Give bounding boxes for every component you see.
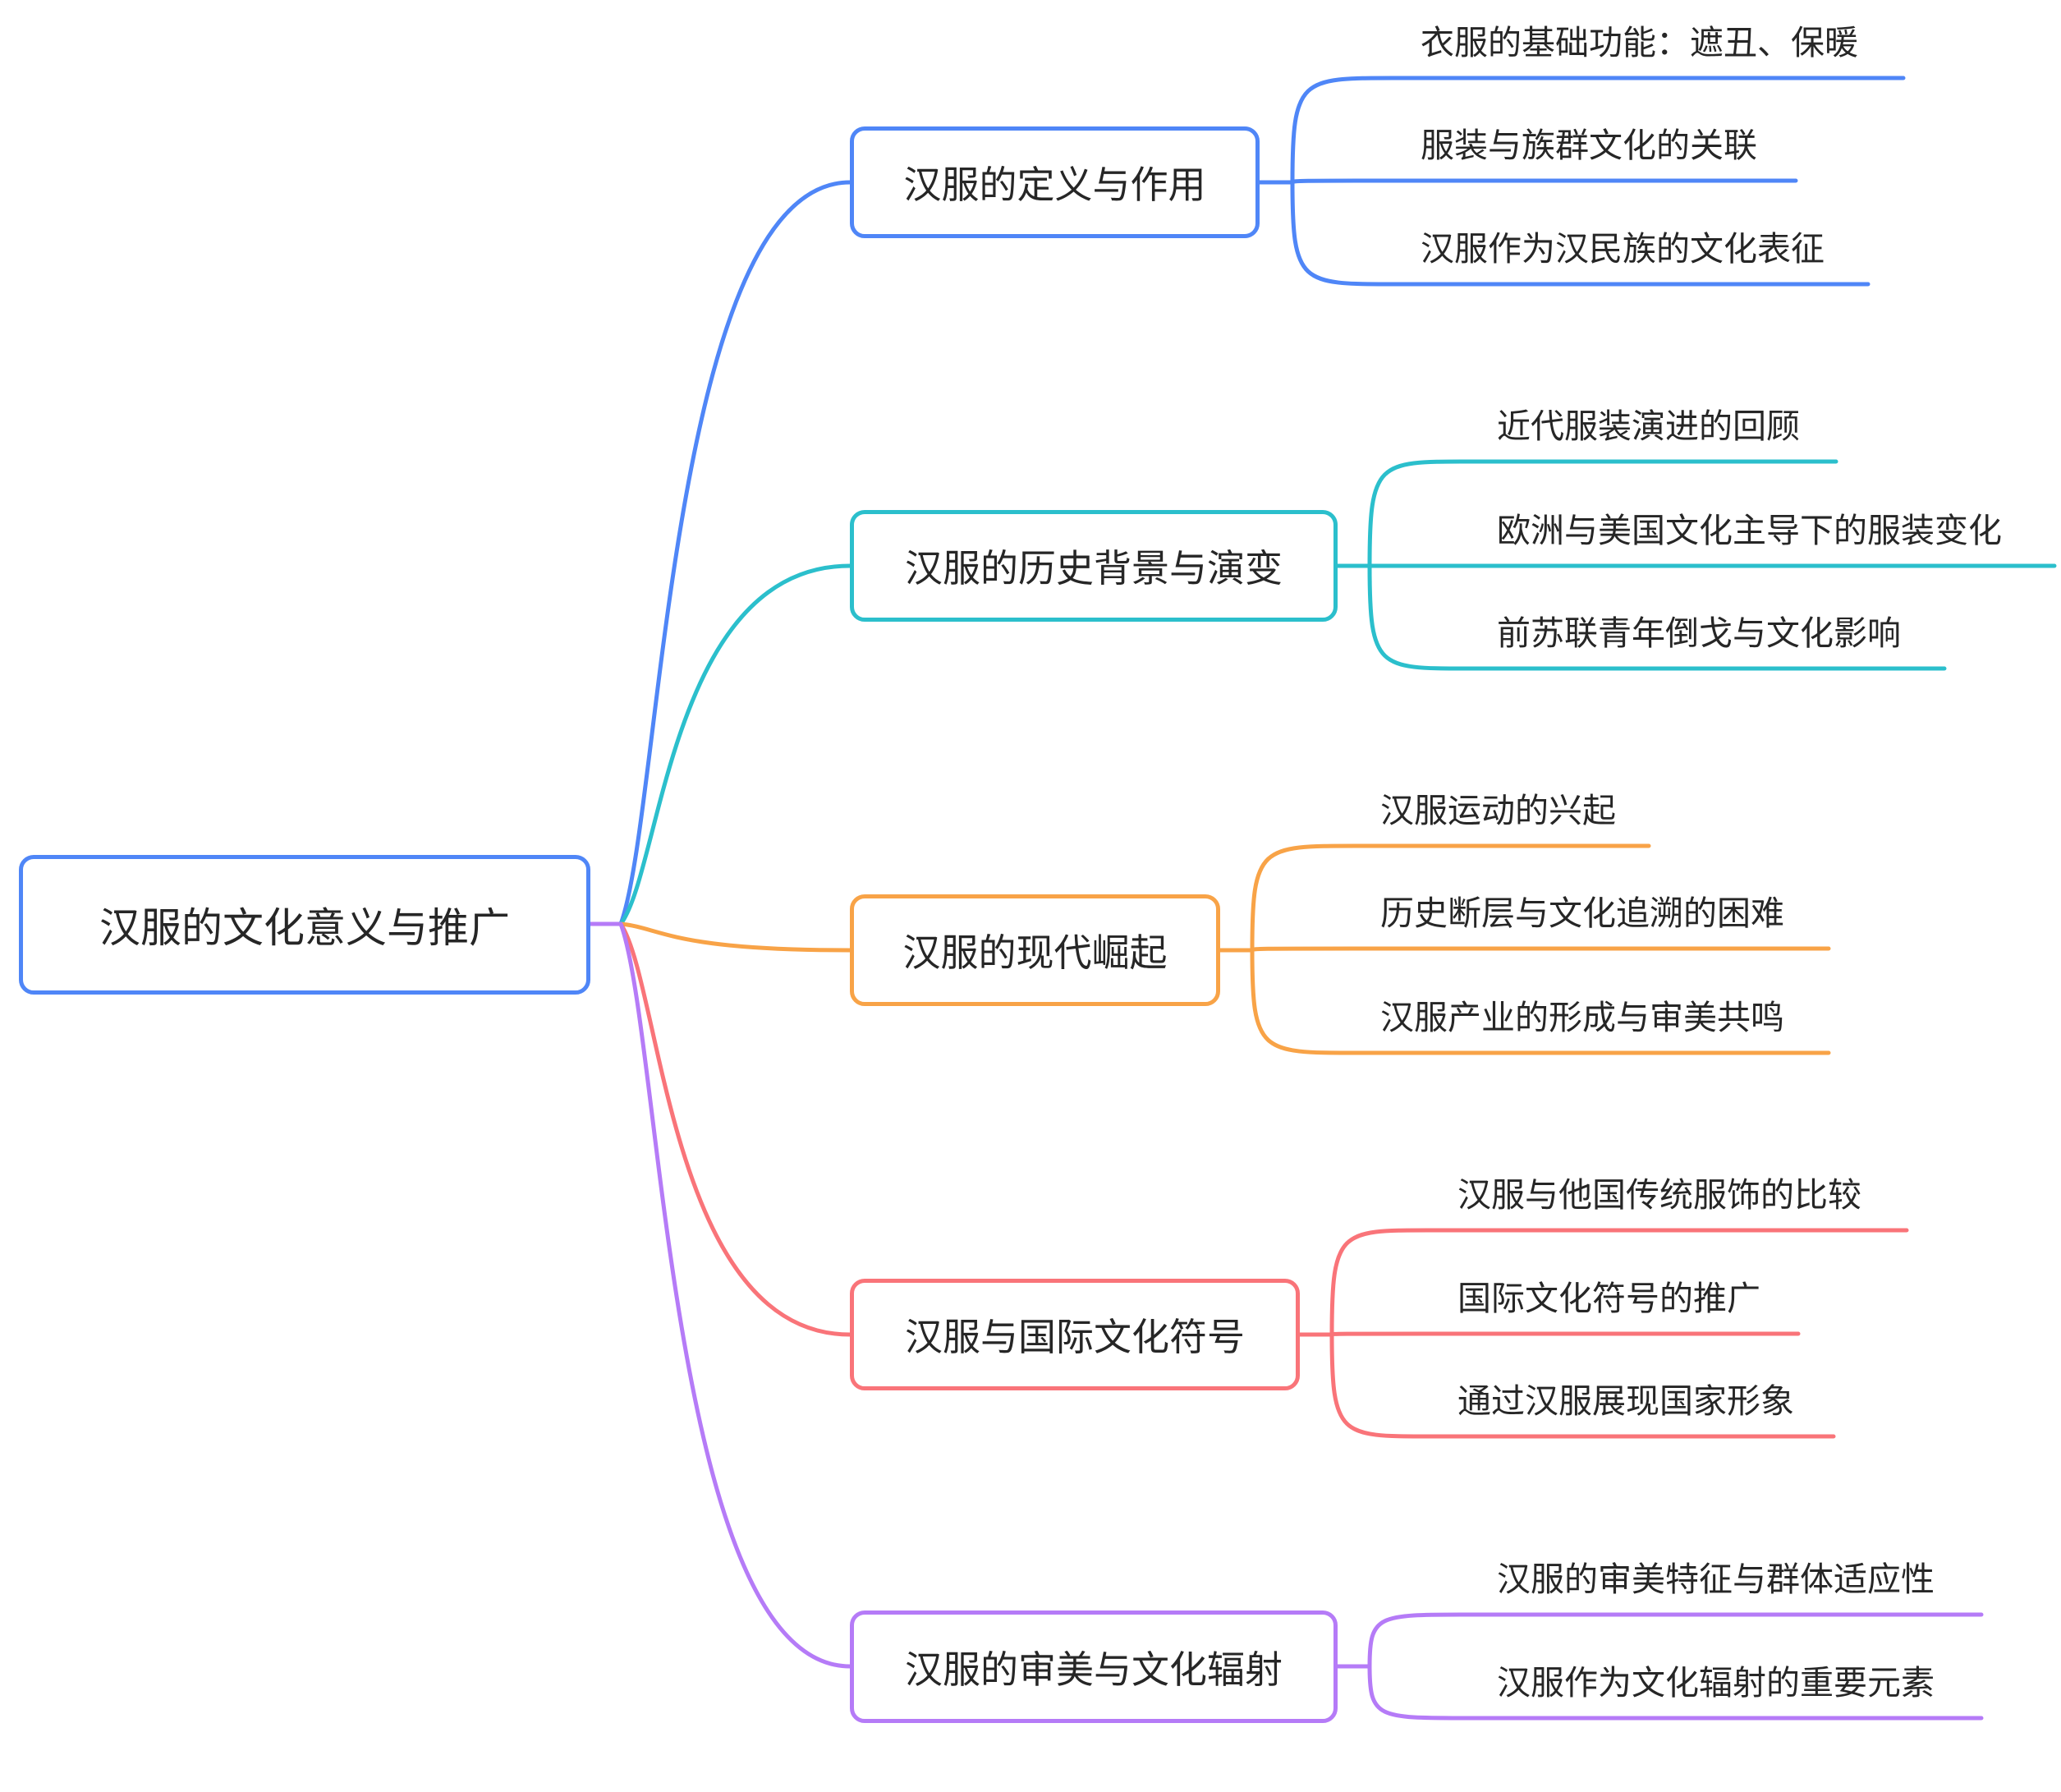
leaf-topic[interactable]: 汉服与他国传统服饰的比较 bbox=[1457, 1175, 1861, 1215]
branch-node-definition[interactable]: 汉服的定义与作用 bbox=[850, 126, 1260, 238]
branch-node-international[interactable]: 汉服与国际文化符号 bbox=[850, 1279, 1300, 1390]
leaf-topic[interactable]: 通过汉服展现国家形象 bbox=[1457, 1381, 1794, 1421]
branch-connector bbox=[618, 921, 852, 953]
leaf-connector bbox=[1290, 180, 1871, 287]
leaf-topic[interactable]: 历史断层与文化追溯的困难 bbox=[1380, 894, 1784, 933]
leaf-connector bbox=[1250, 946, 1831, 953]
leaf-topic[interactable]: 欧洲与美国文化主导下的服装变化 bbox=[1497, 511, 2002, 550]
branch-connector bbox=[618, 921, 852, 1337]
leaf-topic[interactable]: 汉服运动的兴起 bbox=[1380, 791, 1616, 830]
leaf-topic[interactable]: 衣服的基础功能：遮丑、保暖 bbox=[1421, 23, 1858, 62]
leaf-topic[interactable]: 前苏联青年倒戈与文化影响 bbox=[1497, 613, 1901, 653]
root-label: 汉服的文化意义与推广 bbox=[99, 904, 510, 952]
root-node[interactable]: 汉服的文化意义与推广 bbox=[19, 855, 590, 995]
leaf-topic[interactable]: 国际文化符号的推广 bbox=[1457, 1279, 1760, 1318]
leaf-connector bbox=[1367, 1664, 1984, 1721]
leaf-connector bbox=[1367, 563, 1947, 671]
branch-connector bbox=[618, 921, 852, 1669]
leaf-connector bbox=[1290, 178, 1798, 185]
branch-node-modern-rise[interactable]: 汉服的现代崛起 bbox=[850, 894, 1220, 1006]
leaf-connector bbox=[1250, 948, 1831, 1055]
branch-node-aesthetics[interactable]: 汉服的审美与文化辐射 bbox=[850, 1611, 1338, 1723]
leaf-connector bbox=[1290, 76, 1906, 185]
leaf-topic[interactable]: 服装与族群文化的关联 bbox=[1421, 126, 1757, 165]
branch-connector bbox=[618, 563, 852, 926]
leaf-connector bbox=[1329, 1332, 1836, 1439]
leaf-topic[interactable]: 近代服装演进的回顾 bbox=[1497, 407, 1800, 446]
leaf-topic[interactable]: 汉服的审美特征与群体适应性 bbox=[1497, 1560, 1935, 1599]
leaf-topic[interactable]: 汉服产业的形成与审美共鸣 bbox=[1380, 998, 1784, 1037]
leaf-connector bbox=[1367, 1612, 1984, 1669]
branch-label: 汉服的现代崛起 bbox=[902, 930, 1168, 975]
leaf-connector bbox=[1250, 843, 1651, 953]
branch-label: 汉服与国际文化符号 bbox=[905, 1315, 1245, 1359]
leaf-connector bbox=[1329, 1228, 1909, 1337]
branch-label: 汉服的历史背景与演变 bbox=[905, 546, 1283, 590]
leaf-connector bbox=[1367, 459, 1838, 568]
branch-connector bbox=[618, 180, 852, 926]
leaf-topic[interactable]: 汉服作为汉民族的文化表征 bbox=[1421, 229, 1825, 269]
branch-node-history[interactable]: 汉服的历史背景与演变 bbox=[850, 510, 1338, 622]
leaf-connector bbox=[1329, 1331, 1801, 1337]
branch-label: 汉服的审美与文化辐射 bbox=[905, 1647, 1283, 1692]
branch-label: 汉服的定义与作用 bbox=[903, 163, 1206, 207]
leaf-topic[interactable]: 汉服作为文化辐射的重要元素 bbox=[1497, 1663, 1935, 1702]
